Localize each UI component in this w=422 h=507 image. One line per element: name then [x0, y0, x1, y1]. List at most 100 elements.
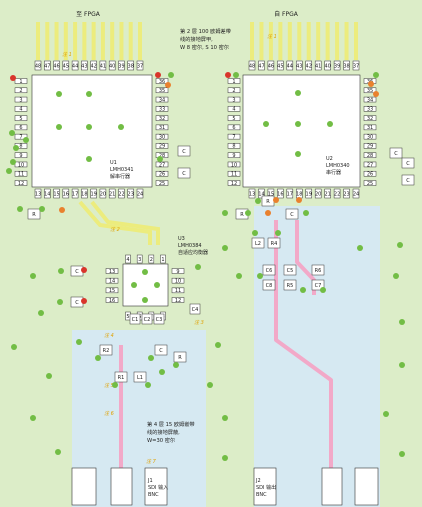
via-dot: [300, 287, 306, 293]
via-dot: [11, 344, 17, 350]
component-c3: [153, 313, 165, 325]
via-dot: [233, 72, 239, 78]
via-dot: [399, 319, 405, 325]
via-dot: [56, 91, 62, 97]
pin-pad: [333, 60, 341, 71]
pin-number: 4: [19, 107, 22, 113]
via-dot: [383, 411, 389, 417]
component-label-c7: C7: [315, 283, 322, 289]
pin-number: 25: [367, 181, 373, 187]
diff-pair-trace: [100, 22, 105, 60]
component-c_u1_r2: [177, 167, 191, 179]
component-c_u2_b: [285, 208, 299, 220]
pin-number: 30: [159, 134, 165, 140]
component-r6: [311, 264, 325, 276]
pin-number: 15: [53, 191, 59, 197]
pin-number: 38: [128, 63, 134, 69]
bnc-j2: J2 SDI 输出 BNC: [253, 467, 379, 506]
pin-pad: [343, 188, 350, 199]
pin-pad: [296, 60, 303, 71]
diff-pair-trace: [297, 22, 302, 60]
pin-pad: [71, 60, 79, 71]
pin-number: 17: [287, 191, 293, 197]
pin-pad: [227, 115, 241, 121]
pin-pad: [227, 180, 241, 186]
pin-pad: [14, 124, 28, 131]
pin-number: 47: [258, 63, 264, 69]
pin-pad: [277, 60, 284, 71]
pin-pad: [155, 143, 169, 149]
via-dot: [273, 197, 279, 203]
pin-number: 10: [231, 162, 237, 168]
u1-ref: U1: [110, 160, 117, 166]
j2-pad-right: [354, 467, 379, 506]
pin-pad: [71, 188, 79, 199]
via-dot: [157, 156, 163, 162]
pin-pad: [105, 277, 119, 284]
pin-number: 3: [19, 97, 22, 103]
pin-pad: [44, 188, 51, 199]
via-dot: [86, 124, 92, 130]
pin-pad: [227, 133, 241, 140]
pin-number: 13: [35, 191, 41, 197]
via-dot: [86, 156, 92, 162]
pin-number: 27: [367, 162, 373, 168]
pin-pad: [155, 87, 169, 94]
pin-pad: [118, 60, 125, 71]
pin-pad: [286, 60, 294, 71]
pin-number: 15: [268, 191, 274, 197]
pin-number: 11: [175, 288, 181, 294]
pin-pad: [227, 124, 241, 131]
pin-pad: [227, 152, 241, 158]
component-label-l2: L2: [255, 241, 261, 247]
pin-number: 4: [126, 257, 129, 263]
j1-pad-center: [110, 467, 133, 506]
pin-pad: [343, 60, 350, 71]
pin-pad: [324, 60, 331, 71]
diff-pair-trace: [316, 22, 321, 60]
diff-pair-trace: [268, 22, 273, 60]
pin-pad: [363, 170, 377, 177]
pin-number: 21: [324, 191, 330, 197]
pin-number: 17: [72, 191, 78, 197]
via-dot: [81, 298, 87, 304]
via-dot: [38, 310, 44, 316]
pin-number: 21: [109, 191, 115, 197]
pin-number: 35: [159, 88, 165, 94]
component-label-c2: C2: [144, 317, 151, 323]
component-label-c8: C8: [266, 283, 273, 289]
pin-pad: [227, 161, 241, 168]
component-c_inp: [154, 344, 168, 356]
pin-pad: [155, 161, 169, 168]
via-dot: [86, 91, 92, 97]
via-dot: [373, 72, 379, 78]
pin-pad: [127, 188, 134, 199]
via-dot: [154, 282, 160, 288]
j2-line2: BNC: [256, 492, 267, 498]
pin-pad: [62, 60, 70, 71]
component-label-c_inp: C: [159, 348, 163, 354]
component-r5: [283, 279, 297, 291]
vias: [6, 72, 405, 461]
pin-number: 7: [232, 134, 235, 140]
pin-number: 32: [367, 116, 373, 122]
u1-body: [31, 74, 153, 188]
component-l1: [133, 371, 147, 383]
pin-pad: [105, 287, 119, 294]
diff-pair-trace: [287, 22, 292, 60]
component-c6: [262, 264, 276, 276]
pin-number: 2: [19, 88, 22, 94]
pin-number: 34: [367, 97, 373, 103]
via-dot: [145, 382, 151, 388]
via-dot: [245, 210, 251, 216]
via-dot: [215, 342, 221, 348]
pin-pad: [227, 170, 241, 177]
pin-number: 37: [137, 63, 143, 69]
pin-pad: [171, 268, 185, 274]
via-dot: [222, 455, 228, 461]
pin-number: 3: [232, 97, 235, 103]
note-5: 注 5: [104, 382, 114, 389]
pin-number: 43: [81, 63, 87, 69]
via-dot: [23, 137, 29, 143]
pin-number: 24: [137, 191, 143, 197]
